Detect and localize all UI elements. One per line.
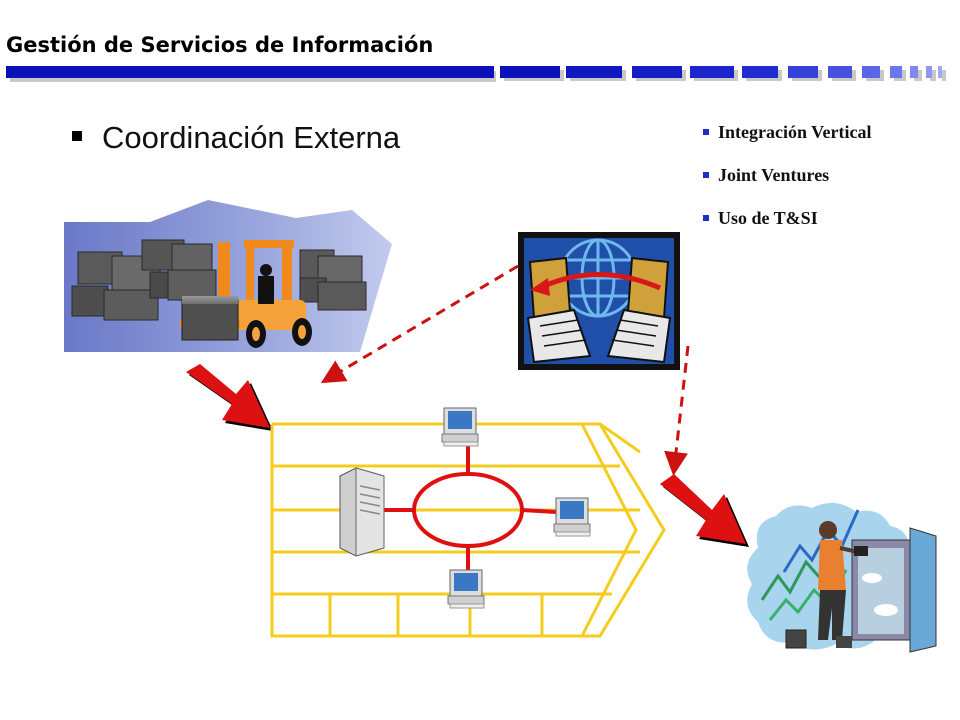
title-bar-long (6, 66, 494, 78)
network-ring (384, 446, 557, 570)
computer-icon (447, 569, 485, 609)
sub-bullet-text: Uso de T&SI (718, 208, 818, 228)
forklift-icon (180, 240, 312, 348)
square-bullet-icon (72, 130, 82, 141)
red-arrow-left (186, 364, 273, 431)
square-bullet-icon (703, 171, 709, 178)
title-bar-segments (500, 66, 946, 81)
dashed-arrow-right (664, 345, 690, 476)
server-icon (339, 467, 385, 557)
network-exchange-clipart (518, 232, 680, 370)
main-bullet: Coordinación Externa (72, 120, 400, 156)
sub-bullet-text: Joint Ventures (718, 165, 830, 185)
sub-bullet-item: Integración Vertical (703, 121, 871, 164)
forklift-warehouse-clipart (64, 200, 392, 352)
sub-bullet-item: Joint Ventures (703, 164, 871, 207)
sub-bullet-list: Integración Vertical Joint Ventures Uso … (703, 121, 871, 250)
slide-title: Gestión de Servicios de Información (6, 33, 434, 57)
computer-icon (441, 407, 479, 447)
red-arrow-right (660, 474, 749, 547)
title-underline-bar (6, 66, 946, 82)
square-bullet-icon (703, 214, 709, 221)
sub-bullet-item: Uso de T&SI (703, 207, 871, 250)
value-chain-frame (270, 422, 666, 638)
person-icon (785, 521, 868, 649)
main-bullet-text: Coordinación Externa (102, 120, 401, 155)
person-door-clipart (747, 502, 937, 653)
sub-bullet-text: Integración Vertical (718, 122, 872, 142)
dashed-arrow-left (320, 264, 519, 384)
computer-icon (553, 497, 591, 537)
square-bullet-icon (703, 128, 709, 135)
